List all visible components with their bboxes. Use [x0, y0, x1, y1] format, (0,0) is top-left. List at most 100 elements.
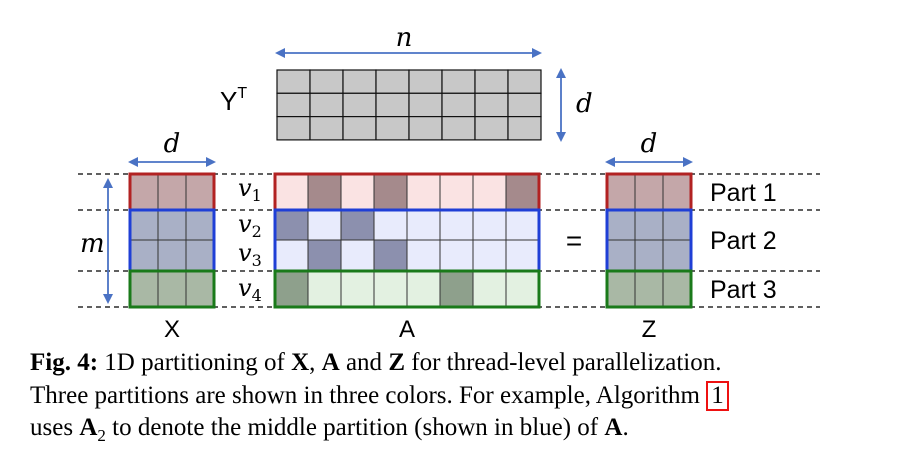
z-cell: [606, 173, 636, 211]
yt-cell: [276, 115, 311, 141]
a-cell: [373, 239, 408, 272]
caption-text: uses: [30, 414, 80, 441]
part1-label: Part 1: [710, 179, 777, 207]
z-cell: [606, 270, 636, 308]
v3-label: v3: [238, 239, 262, 270]
a-cell: [472, 209, 507, 241]
x-cell: [185, 209, 215, 241]
yt-cell: [441, 92, 476, 118]
caption-line-1: Fig. 4: 1D partitioning of X, A and Z fo…: [30, 347, 900, 380]
a-cell: [274, 239, 309, 272]
partition-diagram: YT n d d d m v1 v2 v3 v4 = Part 1 Part 2…: [78, 23, 820, 343]
algorithm-ref-link[interactable]: 1: [706, 380, 729, 411]
yt-cell: [474, 92, 509, 118]
caption-text: .: [622, 414, 629, 441]
caption-text: for thread-level parallelization.: [405, 349, 722, 376]
z-cell: [662, 270, 692, 308]
z-label: Z: [642, 316, 657, 343]
caption-text: to denote the middle partition (shown in…: [105, 414, 605, 441]
x-matrix: [128, 172, 216, 309]
v4-label: v4: [238, 274, 262, 305]
yt-cell: [276, 69, 311, 94]
a-cell: [439, 270, 474, 308]
x-cell: [185, 173, 215, 211]
yt-cell: [342, 92, 377, 118]
caption-line-3: uses A2 to denote the middle partition (…: [30, 412, 900, 447]
caption-text: and: [339, 349, 389, 376]
yt-cell: [375, 69, 410, 94]
caption-fig-label: Fig. 4:: [30, 349, 99, 376]
yt-cell: [408, 92, 443, 118]
part2-label: Part 2: [710, 227, 777, 255]
caption-x: X: [291, 349, 310, 376]
yt-cell: [276, 92, 311, 118]
yt-cell: [441, 69, 476, 94]
yt-cell: [441, 115, 476, 141]
a-label: A: [399, 316, 415, 343]
yt-cell: [309, 115, 344, 141]
z-cell: [634, 270, 664, 308]
yt-label: YT: [220, 85, 247, 116]
a-cell: [505, 239, 540, 272]
z-cell: [662, 173, 692, 211]
a-cell: [406, 239, 441, 272]
x-cell: [157, 270, 187, 308]
yt-matrix: [276, 69, 542, 141]
a-cell: [406, 173, 441, 211]
yt-cell: [408, 69, 443, 94]
yt-cell: [408, 115, 443, 141]
z-matrix: [605, 172, 693, 309]
yt-cell: [342, 115, 377, 141]
v1-label: v1: [238, 174, 262, 205]
d-label-yt: d: [576, 89, 593, 119]
part3-label: Part 3: [710, 276, 777, 304]
a-cell: [505, 270, 540, 308]
a-cell: [340, 270, 375, 308]
z-cell: [634, 209, 664, 241]
n-label: n: [396, 23, 413, 53]
x-cell: [129, 173, 159, 211]
a-cell: [307, 209, 342, 241]
z-cell: [662, 239, 692, 272]
a-cell: [274, 209, 309, 241]
z-cell: [634, 173, 664, 211]
a-cell: [373, 270, 408, 308]
a-cell: [472, 270, 507, 308]
a-part3-border: [273, 269, 541, 309]
yt-cell: [375, 92, 410, 118]
a-cell: [373, 209, 408, 241]
a-matrix: [273, 172, 541, 309]
a-cell: [307, 239, 342, 272]
a-cell: [505, 173, 540, 211]
figure-caption: Fig. 4: 1D partitioning of X, A and Z fo…: [30, 347, 900, 447]
a-cell: [406, 270, 441, 308]
a-cell: [472, 239, 507, 272]
z-cell: [662, 209, 692, 241]
caption-a: A: [321, 349, 340, 376]
a-cell: [274, 270, 309, 308]
z-cell: [606, 239, 636, 272]
caption-text: 1D partitioning of: [98, 349, 292, 376]
yt-cell: [507, 115, 542, 141]
x-cell: [157, 239, 187, 272]
caption-z: Z: [388, 349, 405, 376]
equals-sign: =: [566, 225, 582, 256]
x-cell: [129, 270, 159, 308]
a-cell: [340, 173, 375, 211]
x-part3-border: [128, 269, 216, 309]
caption-a2: A: [79, 414, 98, 441]
yt-cell: [507, 92, 542, 118]
x-cell: [129, 239, 159, 272]
x-cell: [157, 173, 187, 211]
a-cell: [307, 270, 342, 308]
a-cell: [307, 173, 342, 211]
v2-label: v2: [238, 210, 262, 241]
d-label-z: d: [641, 129, 658, 159]
x-cell: [157, 209, 187, 241]
z-part3-border: [605, 269, 693, 309]
a-cell: [472, 173, 507, 211]
yt-cell: [375, 115, 410, 141]
a-cell: [439, 239, 474, 272]
x-label: X: [164, 316, 180, 343]
a-cell: [274, 173, 309, 211]
